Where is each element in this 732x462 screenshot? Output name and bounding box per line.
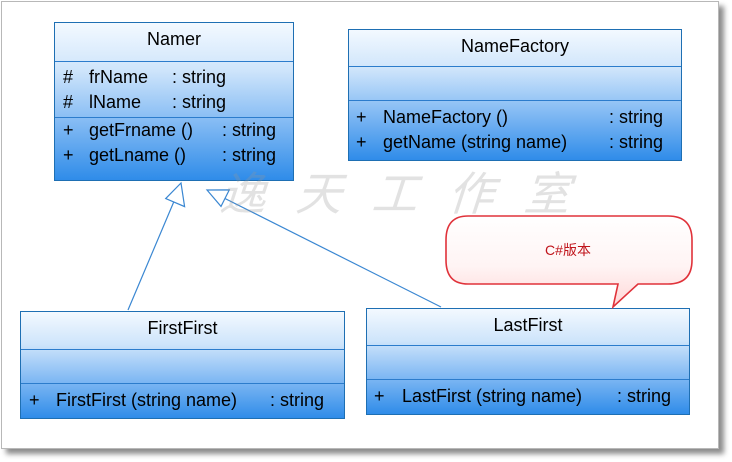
operation-row: + NameFactory () : string [349,105,681,130]
note-text: C#版本 [545,242,591,258]
lastfirst-to-namer-line [221,196,442,308]
firstfirst-inheritance-arrowhead [164,181,186,208]
operation-name: LastFirst (string name) [402,386,583,406]
visibility-marker: # [63,67,74,87]
firstfirst-to-namer-line [127,198,176,311]
visibility-marker: + [374,386,385,406]
operation-row: + LastFirst (string name) : string [367,384,689,409]
operation-type: : string [222,145,277,165]
lastfirst-inheritance-arrowhead [205,189,231,208]
operation-name: NameFactory () [383,107,509,127]
namer-class-name: Namer [55,23,293,62]
namefactory-attributes [349,67,681,101]
namer-class[interactable]: Namer # frName : string # lName : string… [54,22,294,181]
firstfirst-class[interactable]: FirstFirst + FirstFirst (string name) : … [20,311,345,419]
lastfirst-attributes [367,346,689,380]
operation-type: : string [609,132,664,152]
operation-row: + getLname () : string [55,143,293,168]
attribute-type: : string [172,92,227,112]
attribute-name: frName [89,67,149,87]
attribute-row: # frName : string [55,65,293,90]
operation-row: + FirstFirst (string name) : string [21,388,344,413]
operation-name: getLname () [89,145,187,165]
note-callout-shape [445,215,693,310]
operation-type: : string [270,390,325,410]
visibility-marker: + [356,132,367,152]
namefactory-class[interactable]: NameFactory + NameFactory () : string + … [348,29,682,161]
visibility-marker: + [29,390,40,410]
operation-type: : string [617,386,672,406]
namefactory-class-name: NameFactory [349,30,681,67]
firstfirst-attributes [21,350,344,384]
namefactory-operations: + NameFactory () : string + getName (str… [349,101,681,155]
operation-row: + getFrname () : string [55,118,293,143]
lastfirst-operations: + LastFirst (string name) : string [367,380,689,409]
visibility-marker: + [63,145,74,165]
operation-name: getName (string name) [383,132,568,152]
note-callout[interactable]: C#版本 [443,210,693,310]
attribute-name: lName [89,92,142,112]
operation-type: : string [609,107,664,127]
namer-attributes: # frName : string # lName : string [55,62,293,118]
lastfirst-class-name: LastFirst [367,309,689,346]
visibility-marker: + [63,120,74,140]
operation-name: getFrname () [89,120,194,140]
visibility-marker: # [63,92,74,112]
namer-operations: + getFrname () : string + getLname () : … [55,118,293,168]
visibility-marker: + [356,107,367,127]
operation-type: : string [222,120,277,140]
operation-name: FirstFirst (string name) [56,390,238,410]
lastfirst-class[interactable]: LastFirst + LastFirst (string name) : st… [366,308,690,415]
operation-row: + getName (string name) : string [349,130,681,155]
attribute-type: : string [172,67,227,87]
attribute-row: # lName : string [55,90,293,115]
firstfirst-class-name: FirstFirst [21,312,344,350]
firstfirst-operations: + FirstFirst (string name) : string [21,384,344,413]
